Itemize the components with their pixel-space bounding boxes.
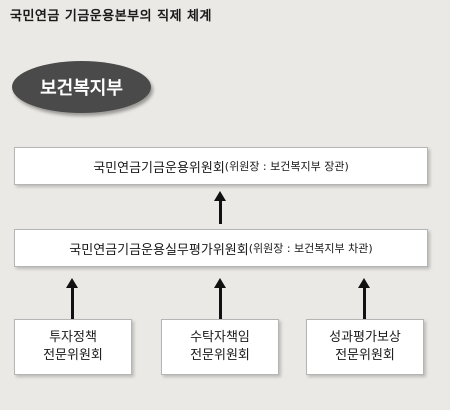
performance-compensation-line2: 전문위원회 xyxy=(335,348,395,363)
fund-operation-committee-chair: (위원장 : 보건복지부 장관) xyxy=(224,160,349,173)
page-title: 국민연금 기금운용본부의 직제 체계 xyxy=(10,9,212,24)
practical-evaluation-committee-box: 국민연금기금운용실무평가위원회(위원장 : 보건복지부 차관) xyxy=(14,229,428,267)
performance-compensation-line1: 성과평가보상 xyxy=(329,330,401,345)
practical-evaluation-committee-chair: (위원장 : 보건복지부 차관) xyxy=(248,242,373,255)
fund-operation-committee-name: 국민연금기금운용위원회 xyxy=(93,160,225,176)
stewardship-line1: 수탁자책임 xyxy=(190,330,250,345)
investment-policy-line2: 전문위원회 xyxy=(43,348,103,363)
fund-operation-committee-box: 국민연금기금운용위원회(위원장 : 보건복지부 장관) xyxy=(14,147,428,185)
investment-policy-line1: 투자정책 xyxy=(49,330,97,345)
performance-compensation-committee-box: 성과평가보상 전문위원회 xyxy=(306,319,424,375)
investment-policy-committee-box: 투자정책 전문위원회 xyxy=(14,319,132,375)
stewardship-committee-box: 수탁자책임 전문위원회 xyxy=(161,319,279,375)
stewardship-line2: 전문위원회 xyxy=(190,348,250,363)
ministry-oval: 보건복지부 xyxy=(12,61,151,113)
practical-evaluation-committee-name: 국민연금기금운용실무평가위원회 xyxy=(69,242,249,258)
ministry-label: 보건복지부 xyxy=(40,78,123,99)
